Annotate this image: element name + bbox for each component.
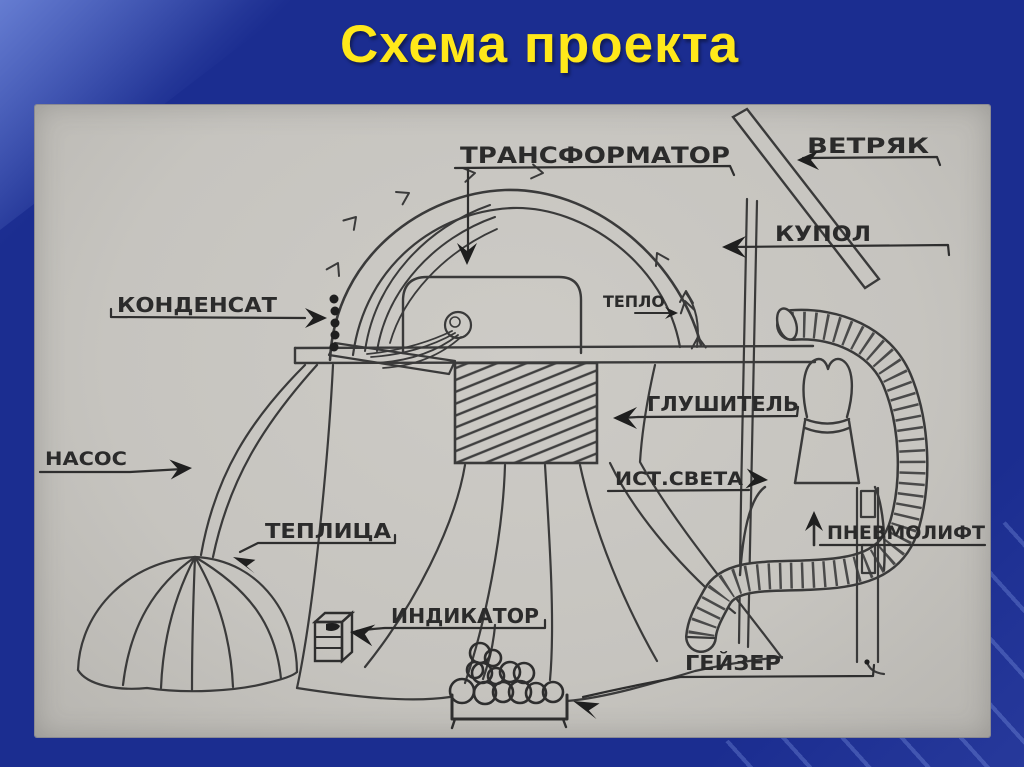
arrowhead [233,557,256,574]
chute [327,341,457,376]
arrowhead [797,150,819,170]
geyser-tray [448,641,569,730]
label-light-source: ИСТ.СВЕТА [606,468,768,493]
label-greenhouse-text: ТЕПЛИЦА [265,519,392,543]
label-heat: ТЕПЛО [603,292,678,319]
label-muffler: ГЛУШИТЕЛЬ [613,392,800,429]
arrowhead [805,511,823,531]
label-transformer: ТРАНСФОРМАТОР [453,144,736,265]
hand-drawn-diagram: ТРАНСФОРМАТОР ВЕТРЯК КУПОЛ КОНДЕНСАТ [38,107,987,730]
label-dome: КУПОЛ [722,222,951,258]
arrowhead [457,243,477,265]
label-light-source-text: ИСТ.СВЕТА [615,468,743,490]
arrowhead [665,307,678,319]
condensate-drops [329,294,340,352]
arrowhead [305,308,327,328]
label-condensate-text: КОНДЕНСАТ [117,293,277,317]
arrowhead [573,701,600,720]
label-pneumatic-lift-text: ПНЕВМОЛИФТ [827,522,985,544]
corrugated-pipe [685,307,929,653]
greenhouse-dome [76,363,319,693]
label-dome-text: КУПОЛ [775,222,871,246]
flow-arrows [325,163,707,350]
label-geyser: ГЕЙЗЕР [573,651,876,720]
arrowhead [350,624,376,647]
label-indicator-text: ИНДИКАТОР [391,604,539,628]
label-heat-text: ТЕПЛО [603,292,665,311]
pipe-mouth [775,307,799,341]
indicator-box [311,610,356,664]
label-wind-turbine-text: ВЕТРЯК [807,134,929,158]
label-condensate: КОНДЕНСАТ [109,293,327,328]
label-geyser-text: ГЕЙЗЕР [685,651,781,675]
label-greenhouse: ТЕПЛИЦА [233,519,397,574]
dome-shape [325,163,707,362]
label-indicator: ИНДИКАТОР [350,604,547,647]
arrowhead [722,236,746,258]
slide-title: Схема проекта [339,15,740,74]
platform-bar [293,344,817,365]
sketch-photo: ТРАНСФОРМАТОР ВЕТРЯК КУПОЛ КОНДЕНСАТ [35,105,990,737]
arrowhead [745,468,768,489]
label-pump: НАСОС [38,448,192,480]
label-pneumatic-lift: ПНЕВМОЛИФТ [805,511,987,547]
transformer-chamber [327,275,583,376]
arrowhead [613,407,637,429]
label-pump-text: НАСОС [45,448,127,470]
label-wind-turbine: ВЕТРЯК [797,134,942,170]
geyser-stones [448,641,565,706]
muffler-block [453,361,599,465]
label-transformer-text: ТРАНСФОРМАТОР [460,144,730,169]
label-muffler-text: ГЛУШИТЕЛЬ [647,392,799,416]
turbine-blade [731,107,881,290]
arrowhead [169,459,192,480]
